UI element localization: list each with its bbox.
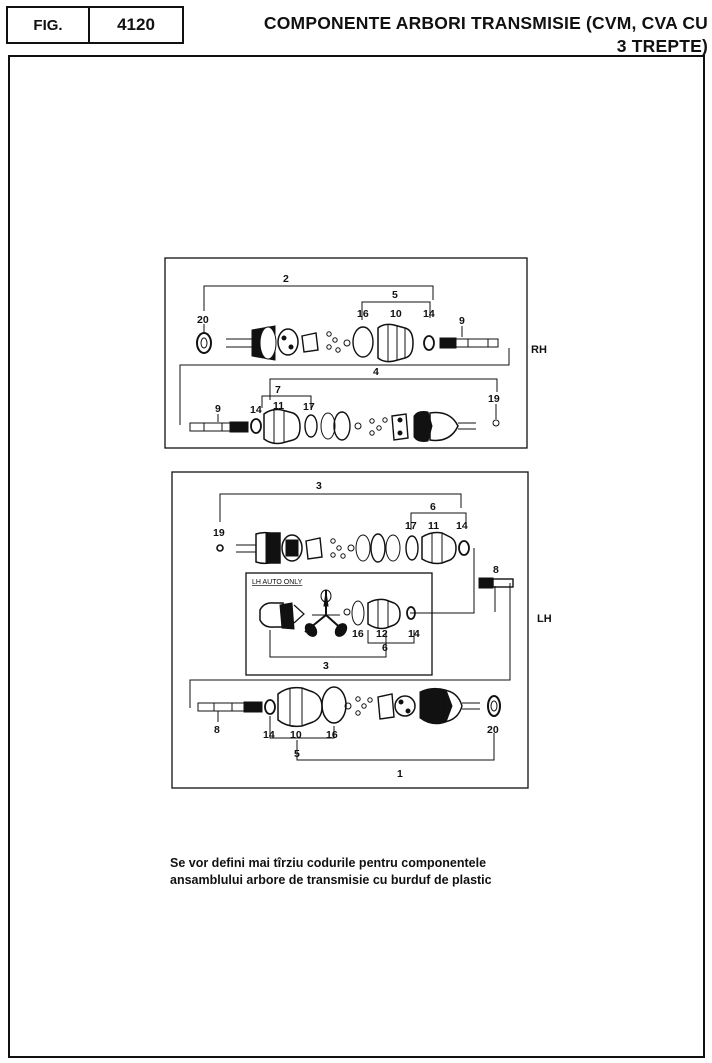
callout: 20 [197, 314, 209, 326]
callout: 5 [294, 748, 300, 760]
lh-auto-only-note: LH AUTO ONLY [252, 579, 303, 586]
caption: Se vor defini mai tîrziu codurile pentru… [170, 855, 590, 889]
callout: 17 [303, 401, 315, 413]
callout: 14 [263, 729, 275, 741]
lh-shaft-assembly-upper [216, 531, 470, 565]
lh-shaft-assembly-lower [197, 686, 501, 761]
callout: 1 [397, 768, 403, 780]
callout: 19 [213, 527, 225, 539]
rh-shaft-assembly-lower [189, 378, 500, 445]
lh-panel-border [171, 471, 529, 789]
lh-callouts: 3 6 19 17 11 14 8 16 12 14 6 3 8 14 10 1… [213, 480, 499, 780]
callout: 4 [373, 366, 379, 378]
lh-shaft-8-right [478, 577, 514, 589]
callout: 11 [273, 400, 284, 412]
rh-side-label: RH [531, 344, 547, 356]
caption-line-1: Se vor defini mai tîrziu codurile pentru… [170, 856, 487, 870]
callout: 5 [392, 289, 398, 301]
callout: 8 [214, 724, 220, 736]
callout: 19 [488, 393, 500, 405]
callout: 3 [316, 480, 322, 492]
callout: 10 [390, 308, 402, 320]
callout: 2 [283, 273, 289, 285]
title-line-1: COMPONENTE ARBORI TRANSMISIE (CVM, CVA C… [263, 13, 708, 33]
fig-label-text: FIG. [33, 16, 63, 34]
callout: 14 [423, 308, 435, 320]
rh-shaft-assembly-upper [196, 285, 499, 363]
page-title: COMPONENTE ARBORI TRANSMISIE (CVM, CVA C… [196, 12, 708, 58]
lh-side-label: LH [537, 613, 552, 625]
callout: 14 [250, 404, 262, 416]
callout: 10 [290, 729, 302, 741]
callout: 16 [326, 729, 338, 741]
fig-number: 4120 [88, 6, 184, 44]
callout: 14 [456, 520, 468, 532]
callout: 3 [323, 660, 329, 672]
callout: 9 [459, 315, 465, 327]
lh-auto-inset-border [245, 572, 433, 676]
fig-number-text: 4120 [117, 15, 155, 34]
rh-panel-border [164, 257, 528, 449]
caption-line-2: ansamblului arbore de transmisie cu burd… [170, 873, 492, 887]
callout: 16 [352, 628, 364, 640]
callout: 9 [215, 403, 221, 415]
callout: 12 [376, 628, 388, 640]
callout: 16 [357, 308, 369, 320]
drawing-frame [8, 55, 705, 1058]
callout: 8 [493, 564, 499, 576]
callout: 20 [487, 724, 499, 736]
rh-callouts: 2 5 20 16 10 14 9 4 7 9 14 11 17 19 [197, 273, 500, 416]
callout: 6 [430, 501, 436, 513]
callout: 17 [405, 520, 417, 532]
callout: 7 [275, 384, 281, 396]
lh-auto-tripod-assembly [259, 589, 416, 658]
callout: 6 [382, 642, 388, 654]
callout: 11 [428, 520, 439, 532]
title-line-2: 3 TREPTE) [616, 36, 708, 56]
callout: 14 [408, 628, 420, 640]
rh-link-line [179, 348, 510, 425]
